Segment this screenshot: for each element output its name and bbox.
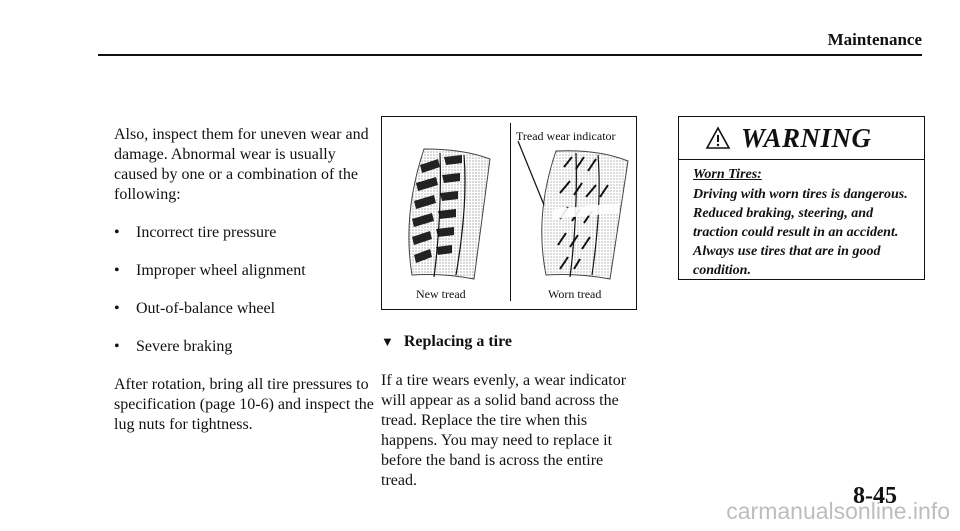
list-item: Out-of-balance wheel — [114, 299, 374, 319]
section-title: Maintenance — [827, 30, 922, 49]
worn-tread-illustration — [541, 150, 629, 280]
indicator-pointer-line — [517, 140, 545, 206]
worn-tread-label: Worn tread — [548, 287, 602, 301]
rotation-paragraph: After rotation, bring all tire pressures… — [114, 376, 374, 433]
warning-box: WARNING Worn Tires: Driving with worn ti… — [678, 116, 925, 280]
triangle-down-icon: ▼ — [381, 334, 394, 349]
tread-wear-indicator-label: Tread wear indicator — [516, 129, 616, 143]
header-rule — [98, 54, 922, 56]
new-tread-label: New tread — [416, 287, 466, 301]
warning-title: WARNING — [741, 122, 872, 153]
list-item: Incorrect tire pressure — [114, 223, 374, 243]
list-item: Improper wheel alignment — [114, 261, 374, 281]
watermark: carmanualsonline.info — [726, 498, 950, 524]
intro-paragraph: Also, inspect them for uneven wear and d… — [114, 126, 369, 203]
subheading-text: Replacing a tire — [403, 333, 513, 350]
left-column: Also, inspect them for uneven wear and d… — [114, 125, 374, 435]
figure-divider — [510, 123, 511, 301]
list-item: Severe braking — [114, 337, 374, 357]
warning-header: WARNING — [679, 117, 924, 160]
warning-triangle-icon — [705, 126, 731, 149]
replacing-tire-paragraph: If a tire wears evenly, a wear indicator… — [381, 372, 627, 489]
warning-subtitle: Worn Tires: — [693, 167, 762, 182]
tread-figure: Tread wear indicator New tread Worn trea… — [381, 116, 637, 310]
new-tread-illustration — [408, 148, 491, 280]
page-number: 8-45 — [853, 483, 897, 509]
section-subheading: ▼ Replacing a tire — [381, 333, 512, 351]
wear-causes-list: Incorrect tire pressure Improper wheel a… — [114, 223, 374, 357]
warning-body: Driving with worn tires is dangerous. Re… — [693, 187, 908, 278]
